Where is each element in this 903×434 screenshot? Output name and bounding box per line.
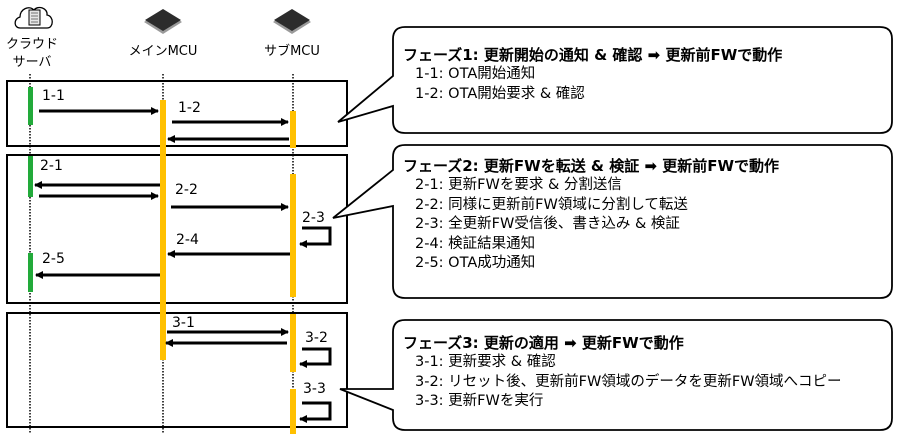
phase3-item: 3-1: 更新要求 & 確認	[415, 354, 556, 370]
phase3-frame	[6, 312, 348, 428]
message-label-2-1: 2-1	[40, 158, 63, 174]
activation-sub-3b	[290, 389, 296, 434]
message-label-2-5: 2-5	[42, 251, 65, 267]
activation-main-3	[160, 300, 166, 360]
phase2-item: 2-3: 全更新FW受信後、書き込み & 検証	[415, 216, 680, 232]
phase2-item: 2-5: OTA成功通知	[415, 255, 536, 271]
sub-mcu-chip-icon	[273, 9, 311, 34]
main-mcu-chip-icon	[144, 9, 182, 34]
activation-cloud-2a	[28, 156, 33, 197]
actor-label-cloud-line1: クラウド	[6, 37, 58, 52]
phase2-item: 2-2: 同様に更新前FW領域に分割して転送	[415, 196, 688, 213]
message-arrow-3-2-self	[299, 347, 332, 368]
message-label-3-1: 3-1	[172, 315, 195, 331]
activation-cloud-1	[28, 87, 33, 125]
cloud-server-icon	[14, 6, 53, 29]
message-label-2-4: 2-4	[176, 232, 199, 248]
message-arrow-2-3-self	[299, 226, 332, 248]
message-label-1-1: 1-1	[42, 88, 65, 104]
message-label-2-2: 2-2	[175, 182, 198, 198]
phase1-item: 1-2: OTA開始要求 & 確認	[415, 85, 585, 102]
activation-main-1	[160, 100, 166, 158]
activation-sub-2	[290, 174, 296, 297]
actor-label-cloud-line2: サーバ	[13, 55, 52, 70]
message-label-3-2: 3-2	[305, 330, 328, 346]
phase2-callout: フェーズ2: 更新FWを転送 & 検証 ➡ 更新前FWで動作 2-1: 更新FW…	[403, 156, 779, 274]
activation-sub-1	[290, 111, 296, 148]
phase1-title: フェーズ1: 更新開始の通知 & 確認 ➡ 更新前FWで動作	[403, 46, 783, 64]
actor-label-sub-mcu: サブMCU	[264, 43, 320, 59]
phase3-item: 3-2: リセット後、更新前FW領域のデータを更新FW領域へコピー	[415, 373, 842, 390]
message-label-1-2: 1-2	[178, 100, 201, 116]
phase3-callout: フェーズ3: 更新の適用 ➡ 更新FWで動作 3-1: 更新要求 & 確認 3-…	[403, 333, 842, 412]
phase2-title: フェーズ2: 更新FWを転送 & 検証 ➡ 更新前FWで動作	[403, 157, 780, 175]
phase3-title: フェーズ3: 更新の適用 ➡ 更新FWで動作	[403, 334, 684, 352]
phase2-item: 2-1: 更新FWを要求 & 分割送信	[415, 177, 622, 193]
phase3-item: 3-3: 更新FWを実行	[415, 393, 544, 409]
activation-sub-3a	[290, 314, 296, 372]
phase2-callout-bubble	[332, 144, 893, 299]
phase1-callout: フェーズ1: 更新開始の通知 & 確認 ➡ 更新前FWで動作 1-1: OTA開…	[403, 45, 782, 104]
phase2-frame	[6, 154, 348, 304]
actor-label-main-mcu: メインMCU	[129, 44, 198, 59]
phase2-item: 2-4: 検証結果通知	[415, 235, 536, 252]
activation-main-2	[160, 150, 166, 308]
phase1-callout-bubble	[337, 26, 893, 134]
phase3-callout-bubble	[339, 319, 893, 431]
message-arrow-3-3-self	[299, 401, 332, 423]
phase1-item: 1-1: OTA開始通知	[415, 66, 536, 82]
message-label-3-3: 3-3	[303, 381, 326, 397]
message-label-2-3: 2-3	[302, 210, 325, 226]
activation-cloud-2b	[28, 253, 33, 292]
